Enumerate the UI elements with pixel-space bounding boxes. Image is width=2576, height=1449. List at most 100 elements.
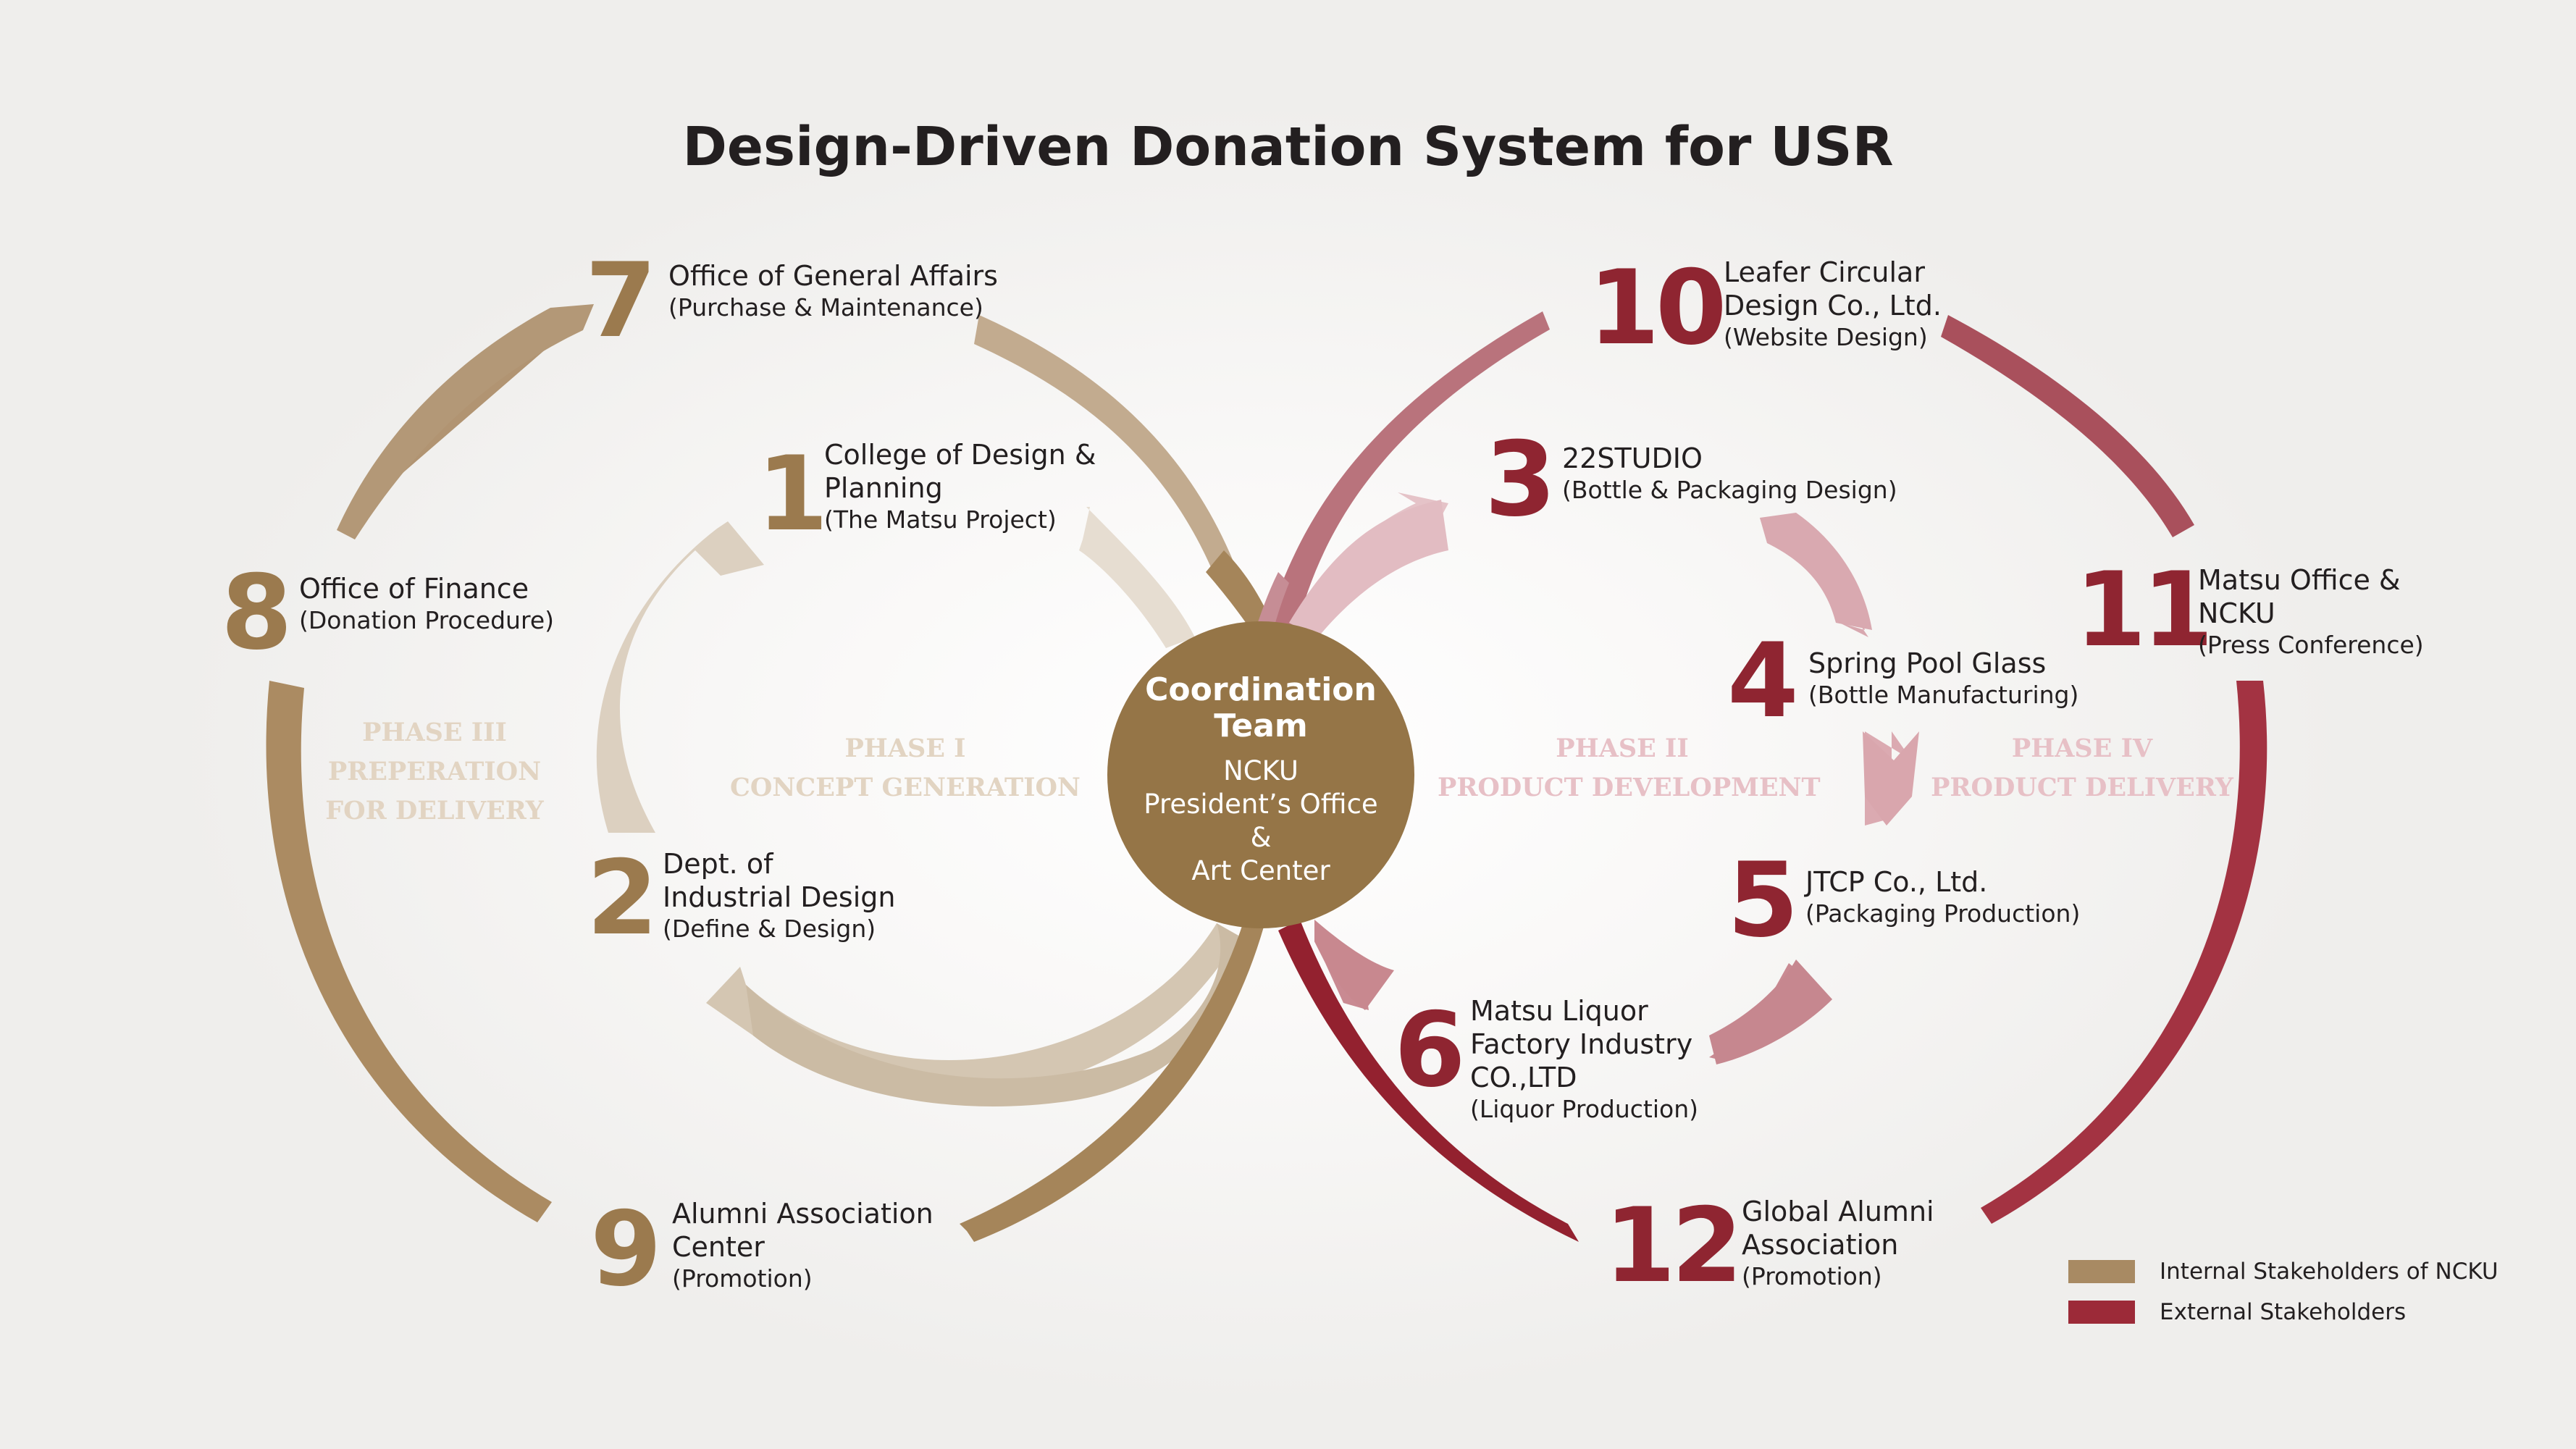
phase1-line1: PHASE I: [844, 734, 966, 763]
phase3-line2: PREPERATION: [327, 757, 542, 786]
stakeholder-1-line2: Planning: [824, 472, 943, 504]
stakeholder-10-line2: Design Co., Ltd.: [1724, 290, 1942, 322]
phase3-left-arc: [266, 681, 552, 1222]
stakeholder-8-sub: (Donation Procedure): [299, 606, 554, 634]
phase2-arrows: [1289, 492, 1919, 1064]
stakeholder-11-line2: NCKU: [2198, 597, 2275, 629]
phase3-label: PHASE III PREPERATION FOR DELIVERY: [311, 713, 558, 831]
stakeholder-5-line1: JTCP Co., Ltd.: [1805, 866, 1988, 898]
stakeholder-7-line1: Office of General Affairs: [668, 260, 998, 292]
stakeholder-9-label: Alumni Association Center (Promotion): [672, 1197, 934, 1294]
stakeholder-5-label: JTCP Co., Ltd. (Packaging Production): [1805, 865, 2080, 929]
stakeholder-10-number: 10: [1588, 248, 1727, 368]
stakeholder-8-number: 8: [221, 553, 293, 673]
stakeholder-2-line2: Industrial Design: [663, 881, 896, 913]
center-sub: NCKU President’s Office & Art Center: [1107, 755, 1415, 888]
phase4-line2: PRODUCT DELIVERY: [1931, 773, 2233, 802]
stakeholder-6-line2: Factory Industry: [1470, 1028, 1693, 1060]
phase3-arrows: [266, 304, 1275, 1242]
stakeholder-4-label: Spring Pool Glass (Bottle Manufacturing): [1808, 647, 2078, 710]
center-sub-line1: NCKU: [1223, 755, 1299, 786]
stakeholder-2-label: Dept. of Industrial Design (Define & Des…: [663, 847, 896, 944]
stakeholder-1-label: College of Design & Planning (The Matsu …: [824, 438, 1096, 535]
phase3-top-left-band: [337, 304, 594, 539]
phase2-arrow-5-band: [1863, 731, 1919, 826]
phase4-top-right-arc: [1941, 315, 2194, 537]
stakeholder-4-number: 4: [1727, 621, 1799, 741]
stakeholder-5-sub: (Packaging Production): [1805, 899, 2081, 928]
stakeholder-12-number: 12: [1604, 1186, 1743, 1306]
phase4-top-left-arc: [1267, 311, 1550, 630]
stakeholder-6-label: Matsu Liquor Factory Industry CO.,LTD (L…: [1470, 994, 1698, 1125]
phase1-arrows: [596, 507, 1238, 1106]
stakeholder-3-label: 22STUDIO (Bottle & Packaging Design): [1562, 442, 1897, 505]
stakeholder-11-sub: (Press Conference): [2198, 631, 2424, 659]
phase3-bottom-arc: [960, 920, 1264, 1242]
stakeholder-3-sub: (Bottle & Packaging Design): [1562, 476, 1897, 504]
phase3-line1: PHASE III: [362, 718, 507, 747]
phase1-bottom-band: [746, 923, 1238, 1106]
stakeholder-8-line1: Office of Finance: [299, 573, 529, 605]
center-title-line1: Coordination: [1145, 671, 1377, 708]
stakeholder-11-number: 11: [2075, 550, 2214, 670]
stakeholder-3-line1: 22STUDIO: [1562, 442, 1703, 474]
stakeholder-9-line2: Center: [672, 1231, 765, 1263]
phase3-center-link: [1206, 550, 1275, 637]
stakeholder-9-number: 9: [590, 1190, 662, 1309]
legend-external-label: External Stakeholders: [2160, 1299, 2407, 1325]
stakeholder-2-number: 2: [587, 839, 658, 958]
stakeholder-12-line1: Global Alumni: [1742, 1196, 1934, 1227]
stakeholder-11-label: Matsu Office & NCKU (Press Conference): [2198, 563, 2424, 660]
legend-external-swatch: [2068, 1301, 2135, 1324]
phase3-top-arc: [974, 315, 1235, 572]
phase4-bottom-arc: [1278, 920, 1579, 1242]
phase2-line2: PRODUCT DEVELOPMENT: [1438, 773, 1821, 802]
stakeholder-4-line1: Spring Pool Glass: [1808, 647, 2047, 679]
phase2-arrow-center-band: [1314, 920, 1394, 1010]
center-sub-line4: Art Center: [1191, 855, 1330, 886]
legend-internal-swatch: [2068, 1260, 2135, 1283]
phase2-arrow-4-band: [1760, 513, 1872, 630]
center-title-line2: Team: [1214, 707, 1308, 744]
stakeholder-7-number: 7: [585, 241, 657, 361]
legend-internal-label: Internal Stakeholders of NCKU: [2160, 1259, 2499, 1285]
stakeholder-9-line1: Alumni Association: [672, 1198, 934, 1230]
stakeholder-3-number: 3: [1485, 420, 1556, 539]
stakeholder-8-label: Office of Finance (Donation Procedure): [299, 572, 554, 636]
stakeholder-7-label: Office of General Affairs (Purchase & Ma…: [668, 259, 998, 323]
stakeholder-10-label: Leafer Circular Design Co., Ltd. (Websit…: [1724, 256, 1942, 353]
phase4-right-arc: [1981, 681, 2267, 1224]
stakeholder-7-sub: (Purchase & Maintenance): [668, 293, 983, 322]
stakeholder-6-line3: CO.,LTD: [1470, 1062, 1577, 1093]
stakeholder-9-sub: (Promotion): [672, 1264, 813, 1293]
phase2-label: PHASE II PRODUCT DEVELOPMENT: [1438, 729, 1821, 807]
phase1-label: PHASE I CONCEPT GENERATION: [724, 729, 1086, 807]
stakeholder-10-line1: Leafer Circular: [1724, 256, 1925, 288]
phase1-line2: CONCEPT GENERATION: [730, 773, 1081, 802]
center-label: Coordination Team NCKU President’s Offic…: [1107, 672, 1415, 888]
phase3-line3: FOR DELIVERY: [325, 796, 544, 826]
center-circle: [1107, 621, 1414, 928]
phase2-arrow-6-band: [1709, 959, 1832, 1064]
stakeholder-6-number: 6: [1394, 991, 1466, 1110]
phase4-line1: PHASE IV: [2011, 734, 2153, 763]
phase1-top-arc: [1079, 507, 1195, 648]
stakeholder-2-line1: Dept. of: [663, 848, 773, 880]
phase2-arrow-3-band: [1289, 500, 1448, 637]
stakeholder-12-line2: Association: [1742, 1229, 1899, 1261]
stakeholder-4-sub: (Bottle Manufacturing): [1808, 681, 2079, 709]
phase4-label: PHASE IV PRODUCT DELIVERY: [1926, 729, 2238, 807]
diagram-title: Design-Driven Donation System for USR: [682, 116, 1894, 178]
phase2-line1: PHASE II: [1556, 734, 1689, 763]
stakeholder-1-line1: College of Design &: [824, 439, 1096, 471]
stakeholder-5-number: 5: [1727, 841, 1799, 960]
stakeholder-11-line1: Matsu Office &: [2198, 564, 2401, 596]
phase1-left-arc: [596, 521, 764, 833]
stakeholder-12-sub: (Promotion): [1742, 1262, 1882, 1290]
center-sub-line2: President’s Office: [1144, 789, 1378, 820]
phase1-bottom-arc: [706, 923, 1238, 1098]
stakeholder-1-number: 1: [757, 434, 828, 554]
stakeholder-6-line1: Matsu Liquor: [1470, 995, 1648, 1027]
center-sub-line3: &: [1250, 822, 1272, 853]
